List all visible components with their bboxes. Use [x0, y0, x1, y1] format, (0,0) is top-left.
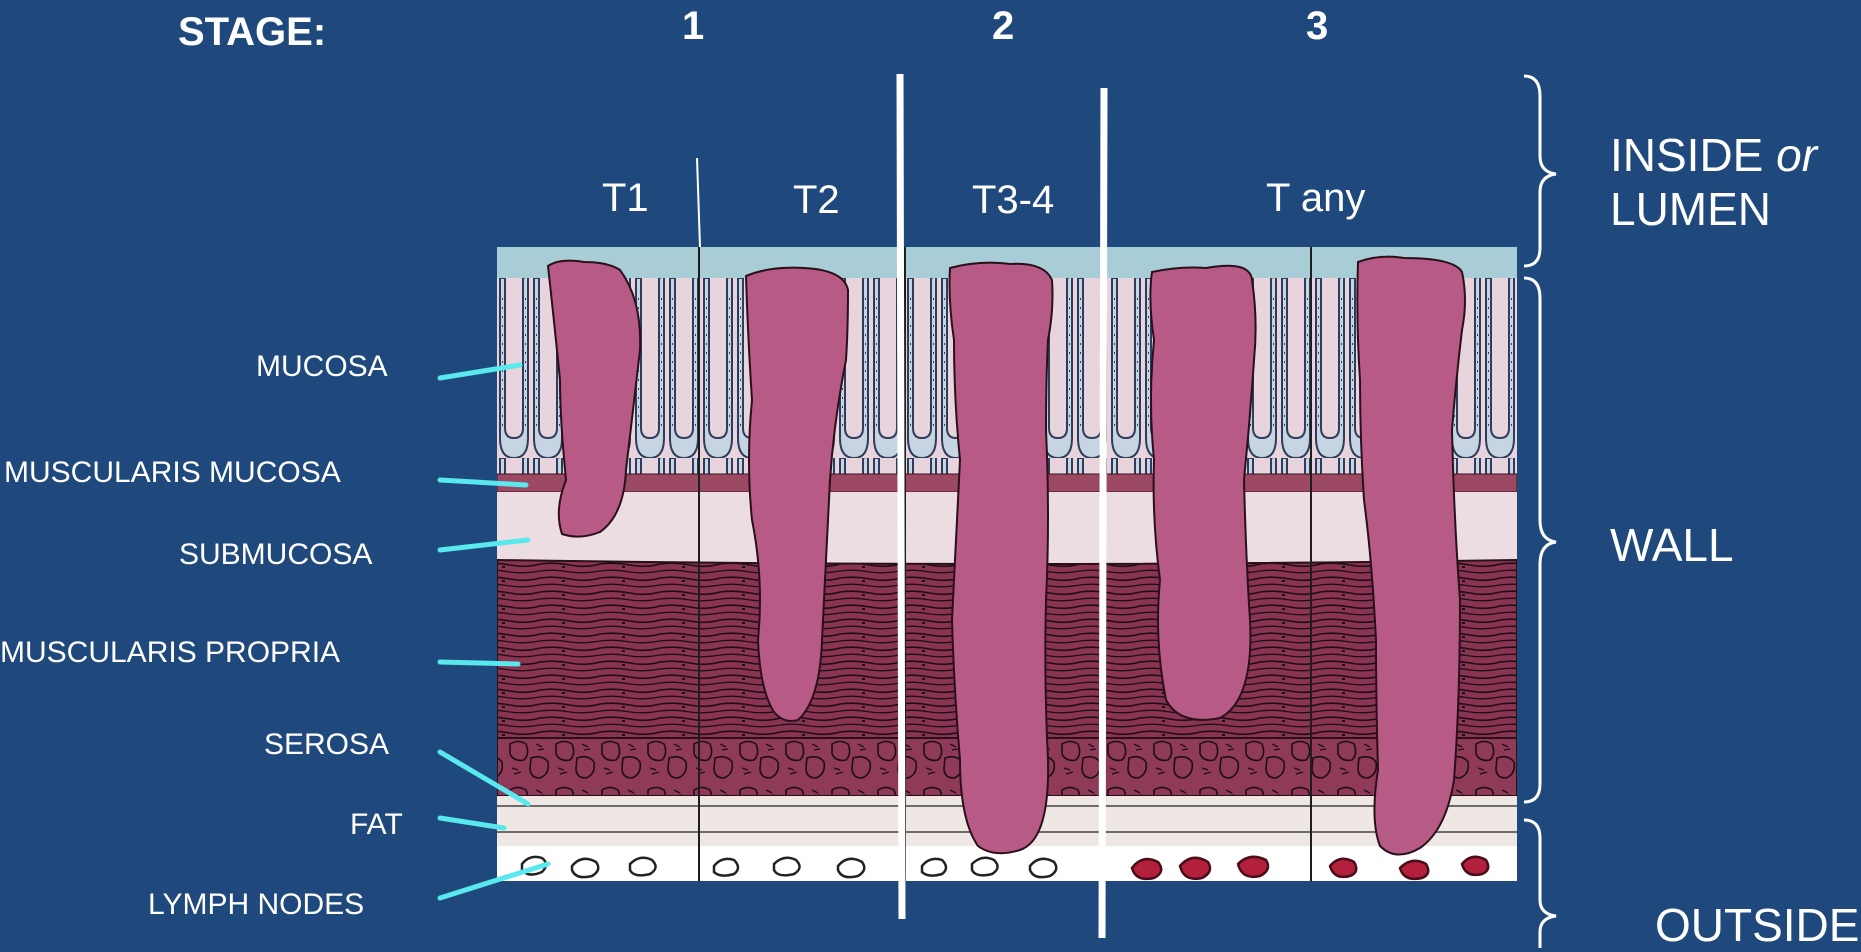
- tumor-t-any-1: [1150, 266, 1255, 720]
- stage-divider-2-3: [1102, 88, 1104, 938]
- brace-inside: [1524, 76, 1556, 266]
- brace-outside: [1524, 820, 1556, 948]
- region-braces: [1524, 76, 1556, 948]
- tissue-panel: [497, 247, 1517, 881]
- t1-t2-divider: [697, 158, 700, 247]
- tumor-t3-4: [950, 263, 1053, 854]
- pointer-muscularis-propria: [440, 662, 518, 664]
- pointer-fat: [440, 818, 504, 828]
- stage-divider-1-2: [900, 74, 902, 919]
- brace-wall: [1524, 278, 1556, 802]
